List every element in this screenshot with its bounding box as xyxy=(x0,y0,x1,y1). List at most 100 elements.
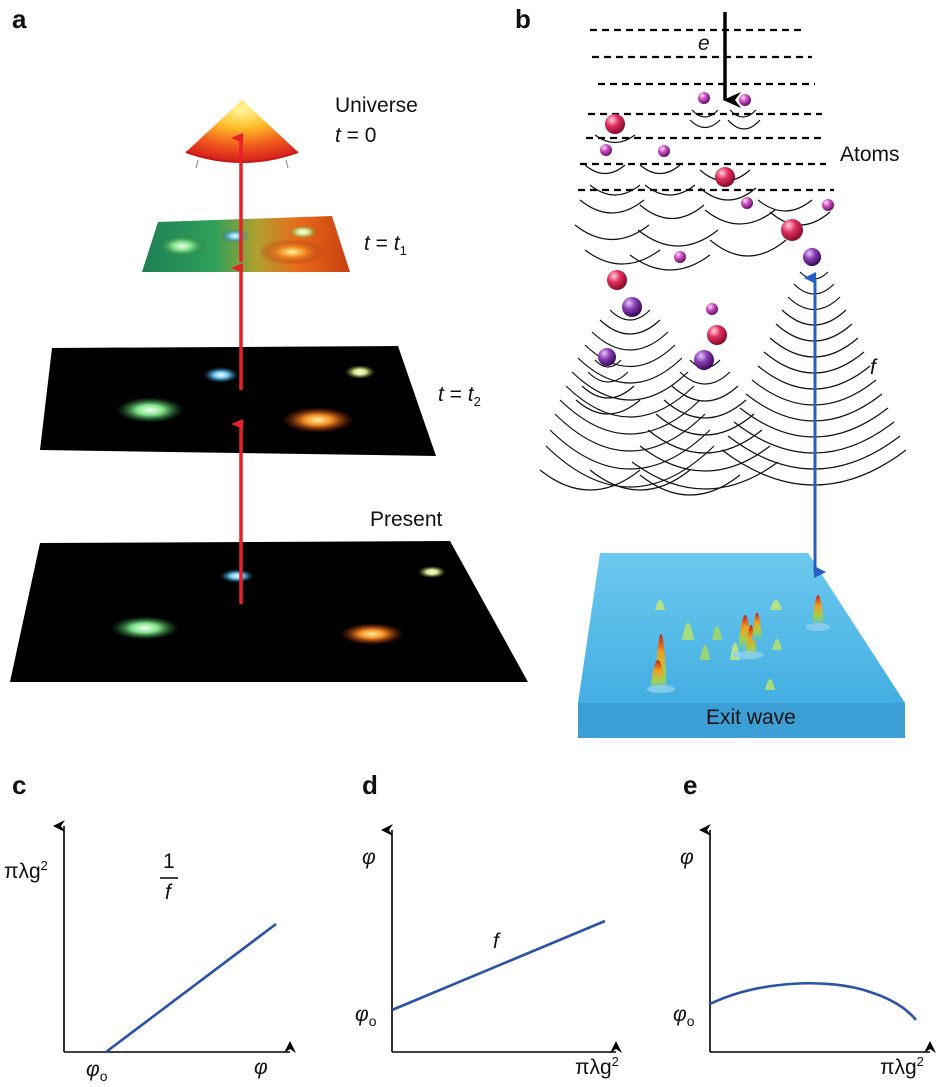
plane-t2 xyxy=(40,346,436,456)
peak xyxy=(655,600,665,610)
peak xyxy=(770,600,782,610)
graph-e-axes xyxy=(699,824,936,1053)
galaxy-icon xyxy=(203,367,239,383)
atoms xyxy=(598,92,834,370)
graph-e-y-tick-sub: o xyxy=(686,1013,695,1030)
t2-label: t = t2 xyxy=(438,383,481,409)
galaxy-icon xyxy=(345,365,375,379)
peak xyxy=(765,679,775,690)
peak xyxy=(812,595,824,625)
plane-present xyxy=(10,541,528,682)
graph-c-x-tick-sub: o xyxy=(99,1068,108,1085)
graph-c-line xyxy=(105,922,277,1054)
galaxy-icon xyxy=(340,623,404,645)
graph-c-y-label: πλg2 xyxy=(4,858,48,884)
atoms-label: Atoms xyxy=(840,143,900,166)
graph-d-y-tick-sub: o xyxy=(368,1013,377,1030)
graph-c-axes xyxy=(53,820,296,1053)
t0-eq: = 0 xyxy=(340,124,377,147)
graph-d-y-label: φ xyxy=(362,846,376,869)
t0-label: t = 0 xyxy=(335,124,376,148)
panel-a-letter: a xyxy=(12,4,27,34)
t0-var: t xyxy=(335,124,341,147)
graph-c-x-label: φ xyxy=(254,1056,268,1079)
graph-d-slope-label: f xyxy=(493,930,499,953)
peak xyxy=(712,626,722,640)
atom-icon xyxy=(605,114,625,134)
panel-c-letter: c xyxy=(12,770,27,800)
atom-icon xyxy=(739,94,751,106)
atom-icon xyxy=(600,144,612,156)
atom-icon xyxy=(698,92,710,104)
t1-subscript: 1 xyxy=(399,243,407,259)
graph-e-y-tick-var: φ xyxy=(673,1003,687,1026)
panel-e-letter: e xyxy=(683,770,698,800)
graph-d-line xyxy=(391,919,606,1012)
peak xyxy=(700,645,710,660)
graph-d-x-sup: 2 xyxy=(611,1054,619,1069)
exit-wave-surface xyxy=(578,553,905,738)
graph-e-x-label: πλg2 xyxy=(880,1054,924,1080)
graph-e-x-sup: 2 xyxy=(916,1054,924,1069)
atom-icon xyxy=(607,270,627,290)
graph-d-x-label: πλg2 xyxy=(575,1054,619,1080)
t1-sub-var: t xyxy=(393,232,400,255)
atom-icon xyxy=(706,303,718,315)
graph-c-y-sup: 2 xyxy=(40,858,48,873)
wavefront-dashed-lines xyxy=(578,28,834,192)
graph-c-frac-den: f xyxy=(165,881,171,904)
galaxy-icon xyxy=(111,616,179,640)
galaxy-icon xyxy=(220,569,254,583)
galaxy-icon xyxy=(418,566,446,578)
graph-c-y-text: πλg xyxy=(4,860,41,883)
focal-length-label: f xyxy=(870,356,876,379)
galaxy-icon xyxy=(282,407,354,433)
present-label: Present xyxy=(370,508,443,531)
t2-eq: = xyxy=(443,383,468,406)
graph-e-y-tick: φo xyxy=(673,1003,695,1029)
t2-var: t xyxy=(438,383,444,406)
t1-var: t xyxy=(364,232,370,255)
universe-label: Universe xyxy=(335,94,418,117)
graph-c-frac-num: 1 xyxy=(163,850,175,873)
atom-icon xyxy=(694,350,714,370)
t1-eq: = xyxy=(369,232,394,255)
graph-d-y-tick-var: φ xyxy=(355,1003,369,1026)
t1-label: t = t1 xyxy=(364,232,407,258)
graph-c-x-tick: φo xyxy=(86,1058,108,1084)
atom-icon xyxy=(658,145,670,157)
galaxy-icon xyxy=(288,225,318,239)
t2-subscript: 2 xyxy=(473,394,481,410)
galaxy-icon xyxy=(116,397,184,423)
galaxy-icon xyxy=(158,235,206,257)
atom-icon xyxy=(622,297,642,317)
graph-d-y-tick: φo xyxy=(355,1003,377,1029)
atom-icon xyxy=(803,248,821,266)
atom-icon xyxy=(781,219,803,241)
graph-e-y-label: φ xyxy=(680,846,694,869)
atom-icon xyxy=(707,325,727,345)
electron-label: e xyxy=(698,32,710,55)
atom-icon xyxy=(674,251,686,263)
graph-e-curve xyxy=(709,981,918,1021)
peak xyxy=(752,612,762,640)
atom-icon xyxy=(741,197,753,209)
graph-d-x-text: πλg xyxy=(575,1056,612,1079)
graph-e-x-text: πλg xyxy=(880,1056,917,1079)
peak xyxy=(772,639,782,650)
atom-icon xyxy=(598,348,616,366)
peak xyxy=(682,622,694,640)
graph-d-axes xyxy=(381,824,622,1053)
galaxy-icon xyxy=(258,239,326,265)
atom-icon xyxy=(822,199,834,211)
panel-d-letter: d xyxy=(362,770,378,800)
peak xyxy=(650,660,666,690)
graph-c-x-tick-var: φ xyxy=(86,1058,100,1081)
atom-icon xyxy=(715,167,735,187)
panel-b-letter: b xyxy=(515,4,531,34)
t2-sub-var: t xyxy=(467,383,474,406)
exit-wave-label: Exit wave xyxy=(706,706,796,729)
